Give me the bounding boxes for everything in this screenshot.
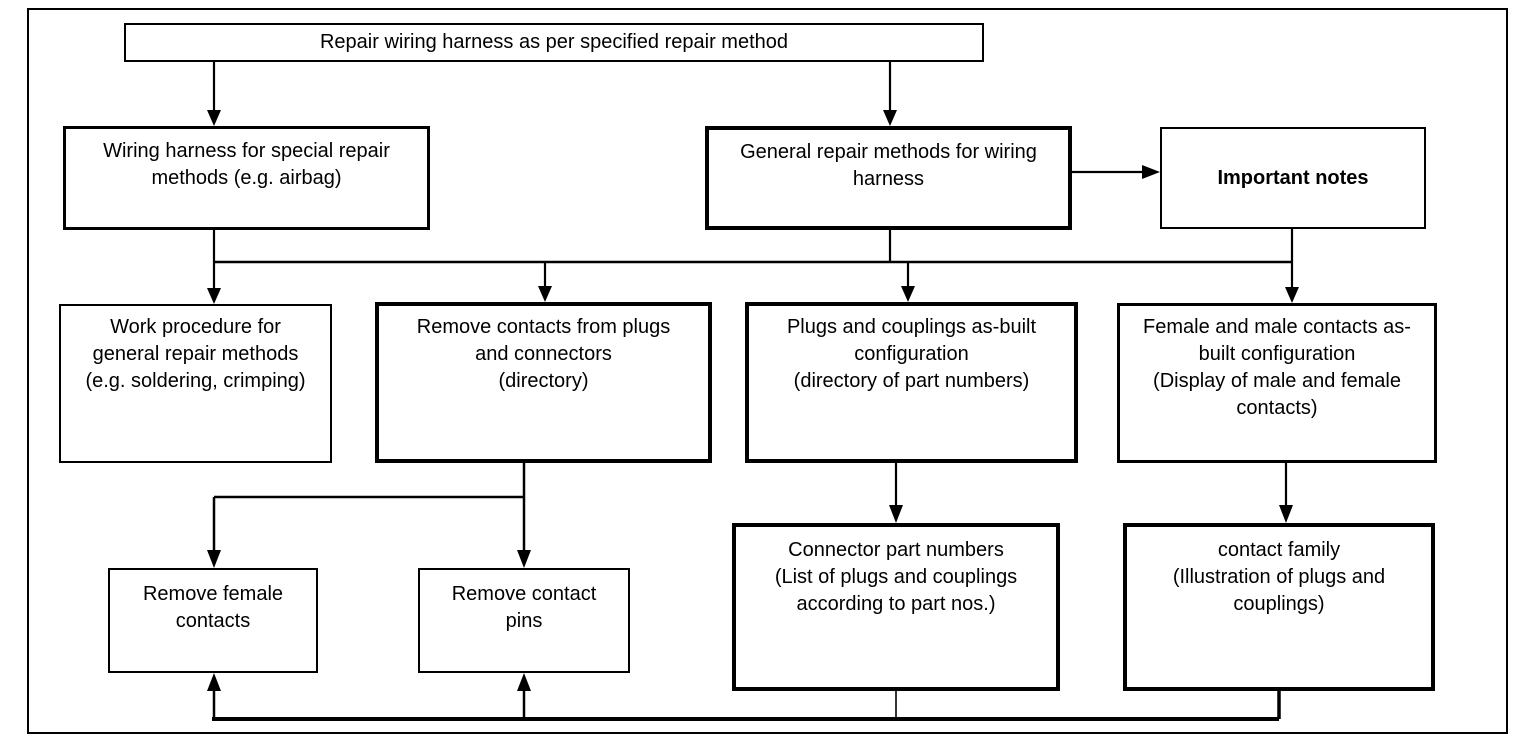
node-general-repair-label: General repair methods for wiring harnes… [740, 141, 1037, 190]
edge-rail-to-work-procedure [207, 262, 221, 304]
diagram-outer-border [27, 8, 1508, 734]
feedback-rail [207, 673, 1281, 721]
node-work-procedure-label: Work procedure for general repair method… [85, 316, 306, 392]
edge-rail-to-female-male [1285, 262, 1299, 303]
node-work-procedure: Work procedure for general repair method… [59, 304, 332, 463]
node-important-notes: Important notes [1160, 127, 1426, 229]
node-important-notes-label: Important notes [1217, 166, 1369, 189]
node-remove-contact-pins: Remove contact pins [418, 568, 630, 673]
edge-root-to-general [883, 62, 897, 126]
edge-plugs-to-connector-parts [889, 463, 903, 523]
edge-row2-to-rail [212, 229, 1294, 262]
node-special-repair-label: Wiring harness for special repair method… [103, 140, 390, 189]
edge-general-to-notes [1072, 165, 1160, 179]
node-remove-contacts-label: Remove contacts from plugs and connector… [416, 316, 671, 392]
node-repair-root-label: Repair wiring harness as per specified r… [319, 31, 788, 53]
edge-remove-contacts-elbow [207, 463, 531, 568]
node-remove-female-contacts-label: Remove female contacts [142, 583, 284, 632]
node-plugs-couplings-label: Plugs and couplings as-built configurati… [786, 316, 1037, 392]
edge-rail-to-plugs-couplings [901, 262, 915, 302]
node-connector-part-numbers: Connector part numbers (List of plugs an… [732, 523, 1060, 691]
node-remove-female-contacts: Remove female contacts [108, 568, 318, 673]
node-contact-family-label: contact family (Illustration of plugs an… [1172, 539, 1386, 615]
edge-female-male-to-contact-family [1279, 463, 1293, 523]
node-female-male-contacts-label: Female and male contacts as- built confi… [1143, 316, 1411, 419]
node-plugs-couplings: Plugs and couplings as-built configurati… [745, 302, 1078, 463]
node-connector-part-numbers-label: Connector part numbers (List of plugs an… [774, 539, 1018, 615]
node-general-repair: General repair methods for wiring harnes… [705, 126, 1072, 230]
node-remove-contacts: Remove contacts from plugs and connector… [375, 302, 712, 463]
node-remove-contact-pins-label: Remove contact pins [451, 583, 597, 632]
node-repair-root: Repair wiring harness as per specified r… [124, 23, 984, 62]
node-female-male-contacts: Female and male contacts as- built confi… [1117, 303, 1437, 463]
edge-rail-to-remove-contacts [538, 262, 552, 302]
node-special-repair: Wiring harness for special repair method… [63, 126, 430, 230]
edge-root-to-special [207, 62, 221, 126]
node-contact-family: contact family (Illustration of plugs an… [1123, 523, 1435, 691]
